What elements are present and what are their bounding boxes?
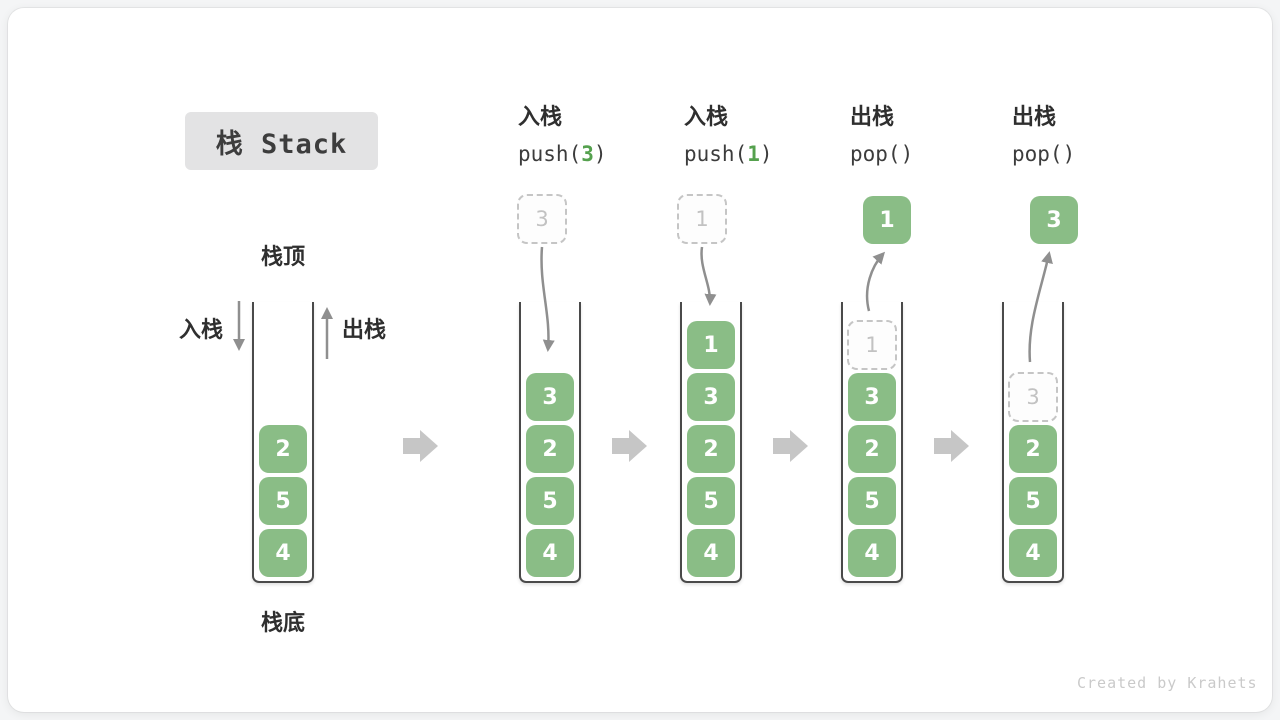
code-pre: push( [684,142,748,166]
code-post: ) [1062,142,1076,166]
stack-bottom-label: 栈底 [260,610,305,635]
floating-cell-solid: 1 [863,196,911,244]
stack-container-step1 [519,302,581,583]
stack-container-step3 [841,302,903,583]
stack-container-step4 [1002,302,1064,583]
title-badge: 栈 Stack [185,112,378,170]
stack-cell: 3 [848,373,896,421]
stack-cell: 3 [687,373,735,421]
pop-side-label: 出栈 [342,317,387,342]
title-text: 栈 Stack [215,128,348,160]
code-post: ) [593,142,607,166]
stack-cell: 5 [259,477,307,525]
code-pre: push( [518,142,582,166]
op-label: 出栈 [850,104,895,129]
code-post: ) [759,142,773,166]
floating-cell-dashed: 3 [517,194,567,244]
op-label: 入栈 [684,104,729,129]
stack-container-step2 [680,302,742,583]
push-side-label: 入栈 [178,317,223,342]
stack-cell: 4 [848,529,896,577]
code-arg: 1 [747,142,760,166]
stack-cell: 4 [259,529,307,577]
code-post: ) [900,142,914,166]
watermark: Created by Krahets [1077,674,1258,692]
stack-cell: 1 [687,321,735,369]
op-code: push(1) [684,141,773,167]
stack-cell: 4 [1009,529,1057,577]
code-arg: 3 [581,142,594,166]
stack-top-label: 栈顶 [260,244,305,269]
floating-cell-solid: 3 [1030,196,1078,244]
code-pre: pop( [1012,142,1063,166]
stack-cell: 5 [687,477,735,525]
ghost-cell: 3 [1008,372,1058,422]
op-code: pop() [850,141,913,167]
op-code: push(3) [518,141,607,167]
stack-container-initial [252,302,314,583]
ghost-cell: 1 [847,320,897,370]
stack-cell: 2 [526,425,574,473]
stack-cell: 5 [526,477,574,525]
stack-cell: 4 [526,529,574,577]
stack-cell: 4 [687,529,735,577]
floating-cell-dashed: 1 [677,194,727,244]
stack-cell: 2 [848,425,896,473]
code-pre: pop( [850,142,901,166]
op-code: pop() [1012,141,1075,167]
stack-cell: 2 [687,425,735,473]
stack-cell: 5 [848,477,896,525]
stack-cell: 2 [259,425,307,473]
stack-cell: 3 [526,373,574,421]
op-label: 出栈 [1012,104,1057,129]
stack-cell: 5 [1009,477,1057,525]
op-label: 入栈 [518,104,563,129]
stack-cell: 2 [1009,425,1057,473]
